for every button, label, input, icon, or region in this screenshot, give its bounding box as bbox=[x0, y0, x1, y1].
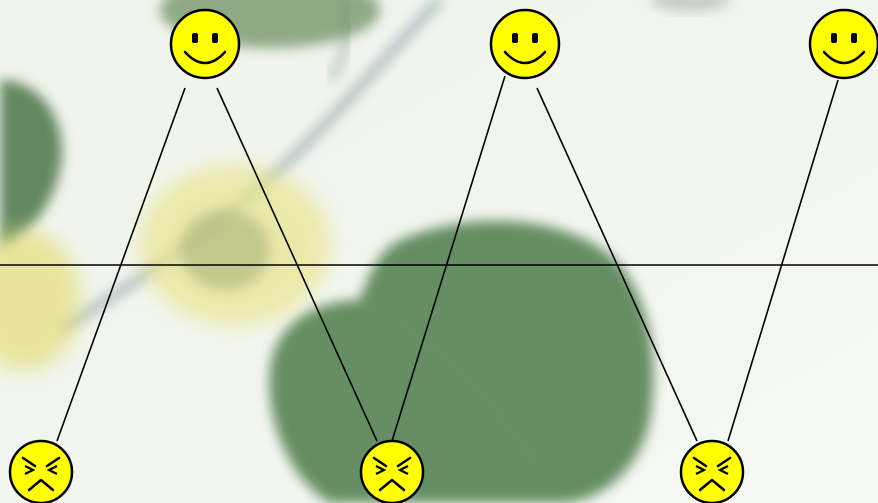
center-flower-core bbox=[180, 210, 270, 290]
smiling-face-icon bbox=[810, 10, 878, 78]
smiling-face-icon bbox=[171, 10, 239, 78]
angry-face-icon bbox=[10, 441, 72, 503]
angry-face-icon bbox=[361, 441, 423, 503]
angry-face-icon bbox=[681, 441, 743, 503]
smiling-face-icon bbox=[491, 10, 559, 78]
